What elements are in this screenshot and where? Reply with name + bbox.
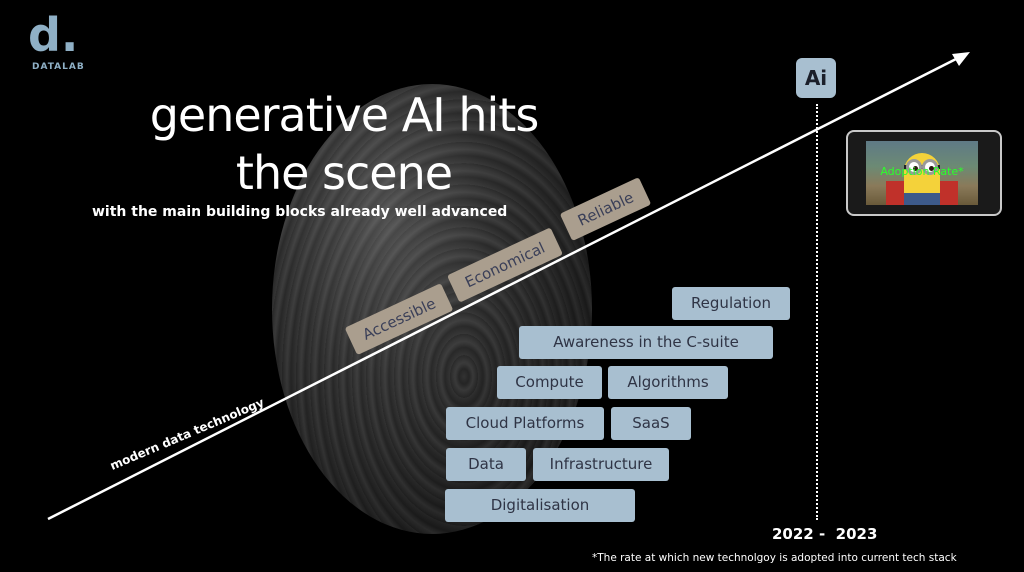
- subtitle: with the main building blocks already we…: [92, 204, 508, 220]
- block-awareness: Awareness in the C-suite: [519, 326, 773, 359]
- title-line-2: the scene: [235, 146, 453, 200]
- ai-badge-icon: Ai: [796, 58, 836, 98]
- adoption-rate-frame: Adoption Rate*: [846, 130, 1002, 216]
- page-title: generative AI hits the scene: [64, 86, 624, 202]
- block-algorithms: Algorithms: [608, 366, 728, 399]
- title-line-1: generative AI hits: [149, 88, 540, 142]
- year-range: 2022 - 2023: [772, 525, 878, 543]
- block-saas: SaaS: [611, 407, 691, 440]
- arrow-line: [47, 56, 959, 521]
- block-regulation: Regulation: [672, 287, 790, 320]
- footnote: *The rate at which new technolgoy is ado…: [592, 552, 957, 564]
- arrow-head-icon: [952, 52, 970, 66]
- adoption-rate-label: Adoption Rate*: [880, 165, 964, 178]
- goggle-left-icon: [906, 159, 922, 175]
- block-compute: Compute: [497, 366, 602, 399]
- minion-image: Adoption Rate*: [866, 141, 978, 205]
- block-cloud-platforms: Cloud Platforms: [446, 407, 604, 440]
- logo-name: DATALAB: [32, 62, 85, 72]
- block-infrastructure: Infrastructure: [533, 448, 669, 481]
- dotted-year-marker: [816, 104, 818, 520]
- block-digitalisation: Digitalisation: [445, 489, 635, 522]
- datalab-logo: d. DATALAB: [28, 12, 84, 80]
- block-data: Data: [446, 448, 526, 481]
- minion-overalls: [904, 193, 940, 205]
- goggle-right-icon: [922, 159, 938, 175]
- logo-mark: d.: [28, 8, 79, 62]
- minion-body: [904, 153, 940, 205]
